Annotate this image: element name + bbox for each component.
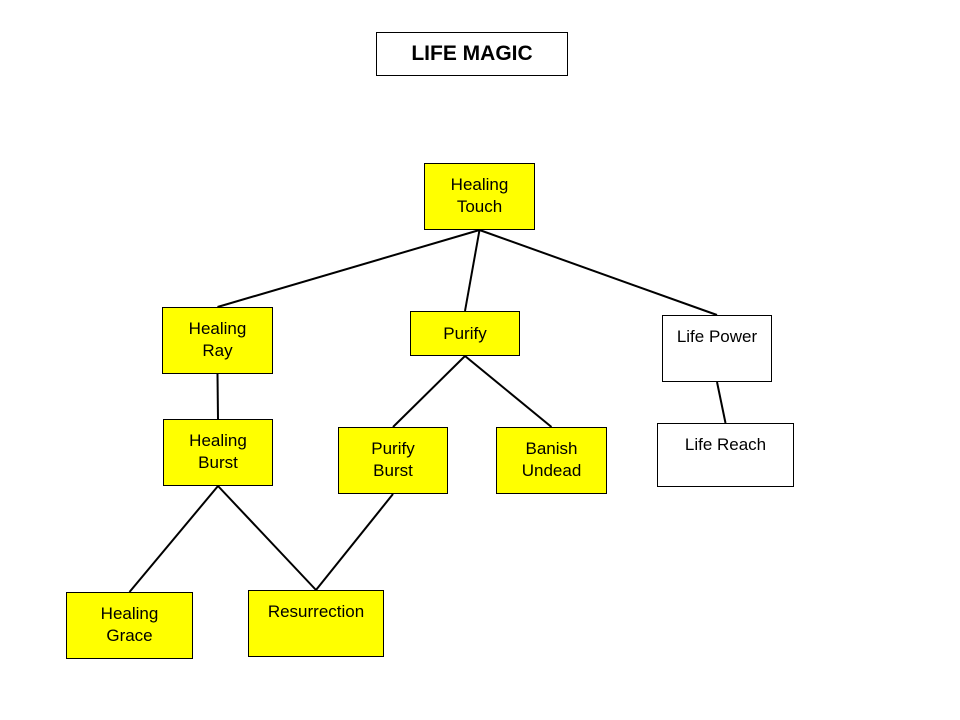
node-healing-touch[interactable]: Healing Touch: [424, 163, 535, 230]
node-resurrection[interactable]: Resurrection: [248, 590, 384, 657]
node-banish-undead[interactable]: Banish Undead: [496, 427, 607, 494]
node-life-reach[interactable]: Life Reach: [657, 423, 794, 487]
edge-healing-touch-to-healing-ray: [217, 229, 480, 308]
edge-purify-burst-to-resurrection: [315, 493, 394, 591]
edge-healing-ray-to-healing-burst: [216, 373, 219, 420]
edge-healing-touch-to-purify: [464, 229, 481, 312]
edge-purify-to-banish-undead: [464, 355, 553, 428]
edge-purify-to-purify-burst: [392, 355, 466, 428]
node-healing-grace[interactable]: Healing Grace: [66, 592, 193, 659]
edge-life-power-to-life-reach: [716, 381, 727, 424]
node-life-power[interactable]: Life Power: [662, 315, 772, 382]
edge-healing-burst-to-resurrection: [217, 485, 317, 591]
node-healing-ray[interactable]: Healing Ray: [162, 307, 273, 374]
node-purify[interactable]: Purify: [410, 311, 520, 356]
node-purify-burst[interactable]: Purify Burst: [338, 427, 448, 494]
node-healing-burst[interactable]: Healing Burst: [163, 419, 273, 486]
edge-healing-burst-to-healing-grace: [128, 485, 219, 593]
edge-healing-touch-to-life-power: [479, 229, 718, 316]
diagram-title: LIFE MAGIC: [376, 32, 568, 76]
